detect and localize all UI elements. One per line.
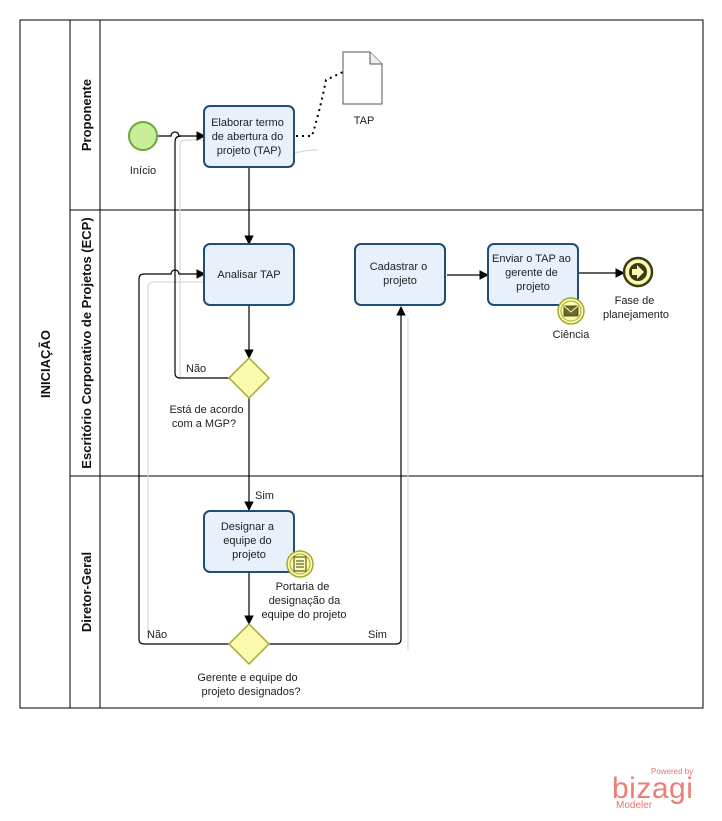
message-event[interactable]: Ciência: [553, 297, 591, 341]
task-elaborar-label: Elaborar termo de abertura do projeto (T…: [211, 117, 287, 157]
gateway-acordo-label: Está de acordo com a MGP?: [169, 404, 246, 430]
watermark-logo: bizagi: [612, 772, 694, 805]
association-document: [296, 71, 344, 137]
lane-label-proponente: Proponente: [79, 79, 94, 151]
start-event-label: Início: [130, 165, 156, 177]
task-analisar[interactable]: Analisar TAP: [203, 243, 295, 306]
gateway-designados[interactable]: Gerente e equipe do projeto designados?: [197, 622, 301, 698]
flow-label-sim-1: Sim: [255, 490, 274, 502]
end-event[interactable]: Fase de planejamento: [603, 256, 669, 321]
task-enviar[interactable]: Enviar o TAP ao gerente de projeto: [487, 243, 579, 306]
pool-title: INICIAÇÃO: [38, 330, 53, 398]
sequence-flows: [138, 71, 625, 645]
task-cadastrar[interactable]: Cadastrar o projeto: [354, 243, 446, 306]
lane-diretor: Diretor-Geral: [79, 552, 94, 632]
task-designar-label: Designar a equipe do projeto: [221, 521, 277, 561]
gateway-acordo[interactable]: Está de acordo com a MGP?: [169, 356, 271, 430]
task-elaborar[interactable]: Elaborar termo de abertura do projeto (T…: [203, 105, 295, 168]
end-event-label: Fase de planejamento: [603, 295, 669, 321]
message-event-label: Ciência: [553, 329, 591, 341]
flow-nao-2: [138, 269, 229, 645]
arrow-right-icon: [632, 265, 644, 279]
task-enviar-label: Enviar o TAP ao gerente de projeto: [492, 253, 574, 293]
start-event[interactable]: Início: [128, 121, 158, 177]
task-analisar-label: Analisar TAP: [217, 269, 280, 281]
portaria-event[interactable]: Portaria de designação da equipe do proj…: [261, 550, 347, 621]
task-cadastrar-label: Cadastrar o projeto: [370, 261, 431, 287]
portaria-label: Portaria de designação da equipe do proj…: [261, 581, 346, 621]
document-lines-icon: [293, 556, 307, 572]
gateway-designados-label: Gerente e equipe do projeto designados?: [197, 672, 300, 698]
envelope-icon: [563, 305, 579, 317]
flow-label-sim-2: Sim: [368, 629, 387, 641]
flow-sim-2: [269, 306, 406, 645]
watermark-product: Modeler: [616, 800, 653, 811]
data-object-tap[interactable]: TAP: [342, 51, 383, 127]
flow-nao-1: [174, 135, 229, 379]
lane-proponente: Proponente: [79, 79, 94, 151]
watermark-powered: Powered by: [651, 767, 694, 776]
task-designar[interactable]: Designar a equipe do projeto: [203, 510, 295, 573]
data-object-label: TAP: [354, 115, 375, 127]
lane-label-ecp: Escritório Corporativo de Projetos (ECP): [79, 217, 94, 468]
lane-label-diretor: Diretor-Geral: [79, 552, 94, 632]
flow-label-nao-1: Não: [186, 363, 206, 375]
lane-ecp: Escritório Corporativo de Projetos (ECP): [79, 217, 94, 468]
flow-label-nao-2: Não: [147, 629, 167, 641]
